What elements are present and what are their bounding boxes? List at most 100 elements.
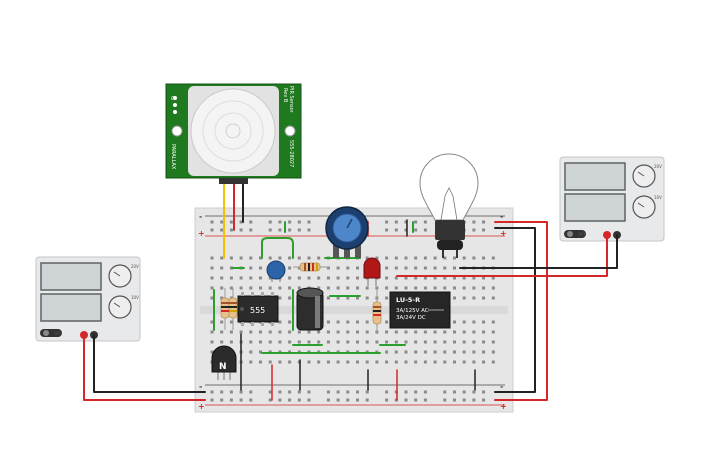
breadboard-hole[interactable] [210, 276, 214, 280]
breadboard-hole[interactable] [229, 220, 233, 224]
breadboard-hole[interactable] [288, 296, 292, 300]
breadboard-hole[interactable] [433, 330, 437, 334]
breadboard-hole[interactable] [385, 350, 389, 354]
breadboard-hole[interactable] [229, 330, 233, 334]
breadboard-hole[interactable] [394, 340, 398, 344]
breadboard-hole[interactable] [268, 220, 272, 224]
breadboard-hole[interactable] [443, 398, 447, 402]
breadboard-hole[interactable] [433, 256, 437, 260]
breadboard-hole[interactable] [453, 398, 456, 402]
breadboard-hole[interactable] [491, 340, 495, 344]
breadboard-hole[interactable] [375, 360, 379, 364]
breadboard-hole[interactable] [268, 340, 272, 344]
breadboard-hole[interactable] [453, 330, 456, 334]
breadboard-hole[interactable] [482, 398, 486, 402]
breadboard-hole[interactable] [453, 296, 456, 300]
breadboard-hole[interactable] [336, 266, 340, 270]
breadboard-hole[interactable] [336, 330, 340, 334]
breadboard-hole[interactable] [249, 360, 253, 364]
breadboard-hole[interactable] [443, 286, 447, 290]
breadboard-hole[interactable] [259, 276, 262, 280]
breadboard-hole[interactable] [443, 276, 447, 280]
electrolytic-capacitor[interactable] [296, 287, 324, 331]
ic-555[interactable]: 555 [237, 292, 279, 326]
breadboard-hole[interactable] [249, 398, 253, 402]
red-led[interactable] [363, 257, 381, 286]
breadboard-hole[interactable] [336, 390, 340, 394]
breadboard-hole[interactable] [453, 286, 456, 290]
breadboard-hole[interactable] [423, 220, 427, 224]
breadboard-hole[interactable] [346, 330, 350, 334]
breadboard-hole[interactable] [404, 256, 408, 260]
breadboard-hole[interactable] [491, 256, 495, 260]
breadboard-hole[interactable] [326, 398, 330, 402]
breadboard-hole[interactable] [307, 340, 311, 344]
breadboard-hole[interactable] [210, 266, 214, 270]
breadboard-hole[interactable] [443, 256, 447, 260]
breadboard-hole[interactable] [453, 360, 456, 364]
breadboard-hole[interactable] [472, 390, 476, 394]
breadboard-hole[interactable] [491, 320, 495, 324]
breadboard-hole[interactable] [297, 228, 301, 232]
breadboard-hole[interactable] [288, 256, 292, 260]
breadboard-hole[interactable] [482, 350, 486, 354]
breadboard-hole[interactable] [346, 296, 350, 300]
breadboard-hole[interactable] [356, 266, 359, 270]
breadboard-hole[interactable] [462, 276, 466, 280]
light-bulb[interactable] [419, 153, 479, 258]
breadboard-hole[interactable] [307, 398, 311, 402]
breadboard-hole[interactable] [278, 220, 282, 224]
breadboard-hole[interactable] [414, 350, 418, 354]
breadboard-hole[interactable] [404, 360, 408, 364]
resistor[interactable] [372, 290, 382, 334]
resistor-pair[interactable] [220, 288, 238, 330]
breadboard-hole[interactable] [423, 390, 427, 394]
breadboard-hole[interactable] [346, 276, 350, 280]
breadboard-hole[interactable] [443, 330, 447, 334]
breadboard-hole[interactable] [297, 330, 301, 334]
breadboard-hole[interactable] [472, 220, 476, 224]
breadboard-hole[interactable] [414, 330, 418, 334]
breadboard-hole[interactable] [220, 390, 224, 394]
breadboard-hole[interactable] [433, 286, 437, 290]
breadboard-hole[interactable] [423, 256, 427, 260]
breadboard-hole[interactable] [249, 286, 253, 290]
breadboard-hole[interactable] [336, 320, 340, 324]
breadboard-hole[interactable] [346, 286, 350, 290]
breadboard-hole[interactable] [336, 360, 340, 364]
breadboard-hole[interactable] [482, 228, 486, 232]
breadboard-hole[interactable] [404, 340, 408, 344]
breadboard-hole[interactable] [414, 340, 418, 344]
breadboard-hole[interactable] [433, 276, 437, 280]
breadboard-hole[interactable] [404, 350, 408, 354]
breadboard-hole[interactable] [278, 398, 282, 402]
breadboard-hole[interactable] [462, 340, 466, 344]
breadboard-hole[interactable] [423, 360, 427, 364]
breadboard-hole[interactable] [288, 330, 292, 334]
breadboard-hole[interactable] [423, 398, 427, 402]
breadboard-hole[interactable] [220, 320, 224, 324]
breadboard-hole[interactable] [462, 350, 466, 354]
breadboard-hole[interactable] [423, 286, 427, 290]
breadboard-hole[interactable] [385, 390, 389, 394]
breadboard-hole[interactable] [249, 330, 253, 334]
breadboard-hole[interactable] [307, 256, 311, 260]
breadboard-hole[interactable] [297, 390, 301, 394]
breadboard-hole[interactable] [433, 266, 437, 270]
breadboard-hole[interactable] [259, 286, 262, 290]
breadboard-hole[interactable] [453, 350, 456, 354]
breadboard-hole[interactable] [239, 398, 243, 402]
resistor[interactable] [293, 262, 330, 272]
breadboard-hole[interactable] [385, 320, 389, 324]
breadboard-hole[interactable] [365, 320, 369, 324]
breadboard-hole[interactable] [375, 286, 379, 290]
breadboard-hole[interactable] [229, 390, 233, 394]
breadboard-hole[interactable] [297, 256, 301, 260]
breadboard-hole[interactable] [472, 286, 476, 290]
breadboard-hole[interactable] [288, 220, 292, 224]
breadboard-hole[interactable] [365, 330, 369, 334]
breadboard-hole[interactable] [394, 360, 398, 364]
breadboard-hole[interactable] [453, 390, 456, 394]
breadboard-hole[interactable] [414, 228, 418, 232]
breadboard-hole[interactable] [482, 330, 486, 334]
